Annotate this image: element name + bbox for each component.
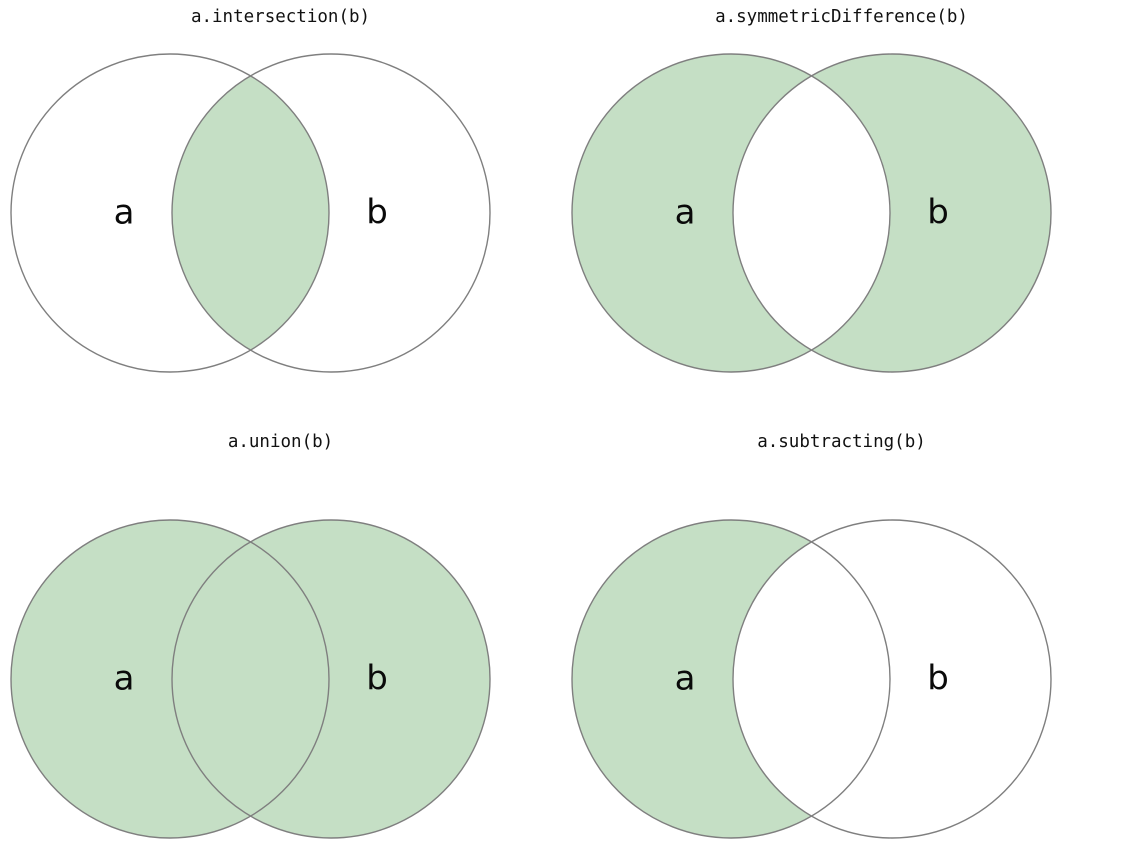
set-a-label: a — [114, 193, 135, 233]
region-a-only-subtracting — [561, 425, 1122, 851]
circle-b-outline — [171, 53, 491, 373]
venn-panel-symmetric-difference: a.symmetricDifference(b) a — [561, 0, 1122, 426]
region-b-union — [172, 520, 490, 838]
venn-svg-union: a b — [10, 519, 491, 839]
set-a-label: a — [675, 659, 696, 699]
circle-b-outline — [171, 519, 491, 839]
region-overlap-intersection — [172, 54, 329, 372]
circle-a-outline — [571, 519, 891, 839]
venn-panel-intersection: a.intersection(b) a b — [0, 0, 561, 425]
set-a-label: a — [114, 659, 135, 699]
set-b-label: b — [366, 659, 388, 699]
set-b-label: b — [366, 193, 388, 233]
set-b-label: b — [927, 193, 949, 233]
venn-svg-intersection: a b — [10, 53, 491, 373]
panel-title-intersection: a.intersection(b) — [190, 7, 371, 27]
set-a-label: a — [675, 193, 696, 233]
circle-a-outline — [571, 53, 891, 373]
circle-a-outline — [10, 53, 330, 373]
circle-b-outline — [732, 53, 1052, 373]
venn-panel-subtracting: a.subtracting(b) a b — [561, 425, 1122, 851]
venn-svg-subtracting: a b — [561, 425, 1122, 851]
circle-b-outline — [732, 519, 1052, 839]
panel-title-union: a.union(b) — [227, 432, 334, 452]
set-b-label: b — [927, 659, 949, 699]
venn-svg-symmetric-difference: a b — [561, 0, 1122, 426]
region-b-only-symmetric-difference — [561, 0, 1122, 426]
venn-panel-union: a.union(b) a b — [0, 425, 561, 851]
circle-a-outline — [10, 519, 330, 839]
